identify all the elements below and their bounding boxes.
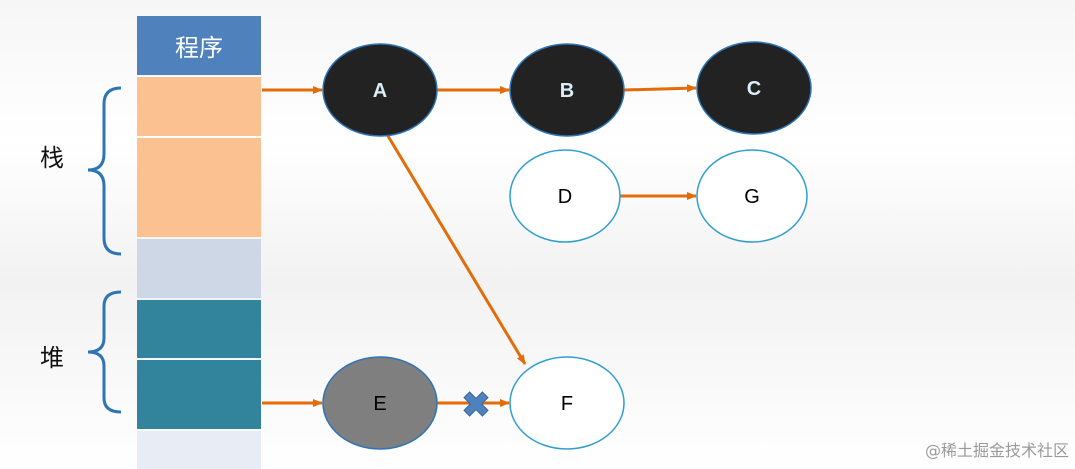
node-g-label: G: [744, 186, 760, 208]
node-f: F: [509, 356, 625, 450]
node-e-label: E: [373, 393, 386, 415]
bottom-cell: [137, 431, 261, 469]
edge-b-to-c: [623, 84, 697, 93]
program-header: 程序: [137, 16, 261, 75]
broken-reference-cross-icon: [463, 391, 489, 417]
edge-a-to-f: [386, 135, 527, 365]
node-d-label: D: [558, 186, 572, 208]
heap-brace: [87, 290, 122, 414]
node-b-label: B: [560, 80, 574, 102]
node-c: C: [696, 41, 812, 135]
node-c-label: C: [747, 78, 761, 100]
stack-cell-2: [137, 138, 261, 237]
watermark: @稀土掘金技术社区: [924, 441, 1069, 460]
heap-cell-1: [137, 300, 261, 358]
node-e: E: [322, 356, 438, 450]
node-b: B: [509, 43, 625, 137]
heap-label: 堆: [40, 344, 64, 372]
stack-label: 栈: [40, 144, 64, 172]
heap-cell-2: [137, 360, 261, 429]
node-a-label: A: [373, 80, 387, 102]
free-cell: [137, 239, 261, 298]
node-d: D: [509, 149, 621, 243]
stack-brace: [87, 86, 122, 256]
node-f-label: F: [561, 393, 573, 415]
node-g: G: [696, 149, 808, 243]
stack-cell-1: [137, 77, 261, 136]
node-a: A: [322, 43, 438, 137]
